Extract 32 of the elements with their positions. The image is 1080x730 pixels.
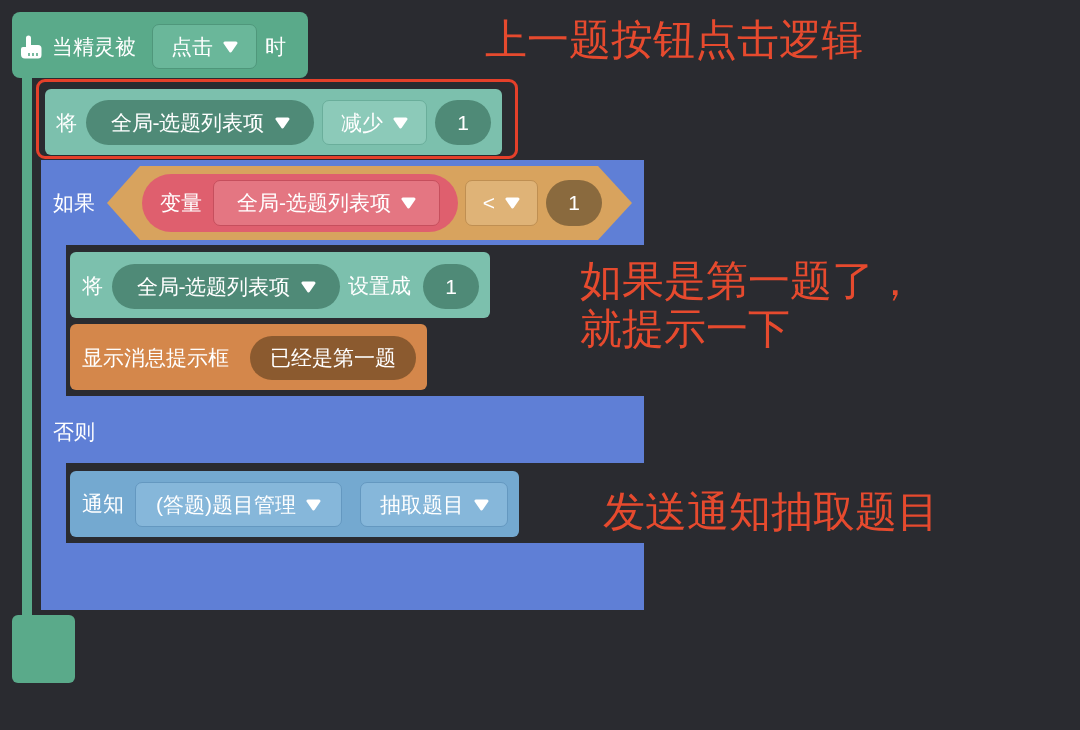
dropdown: 全局-选题列表项: [213, 180, 440, 226]
number-pill: 1: [435, 100, 491, 145]
statement-block: [70, 252, 490, 318]
annotation-text: 上一题按钮点击逻辑: [485, 16, 864, 64]
statement-block: [70, 471, 519, 537]
block-label: 时: [265, 34, 286, 60]
block-label: 显示消息提示框: [82, 345, 229, 371]
block-label: 将: [82, 273, 103, 299]
block-label: 如果: [53, 190, 95, 216]
dropdown: 减少: [322, 100, 427, 145]
variable-pill: 全局-选题列表项: [86, 100, 314, 145]
annotation-text: 发送通知抽取题目: [603, 488, 940, 536]
condition-hexagon: [107, 166, 632, 240]
number-pill: 1: [423, 264, 479, 309]
block-label: 当精灵被: [52, 34, 136, 60]
block-label: 将: [56, 110, 77, 136]
block-label: 否则: [53, 419, 95, 445]
statement-block: [45, 89, 502, 155]
text-pill: 已经是第一题: [250, 336, 416, 380]
block-label: 变量: [160, 190, 202, 216]
dropdown: <: [465, 180, 538, 226]
annotation-text: 如果是第一题了，就提示一下: [580, 257, 917, 353]
event-hat-block: [12, 12, 308, 78]
dropdown: 抽取题目: [360, 482, 508, 527]
block-label: 设置成: [348, 273, 411, 299]
dropdown: (答题)题目管理: [135, 482, 342, 527]
variable-block: [142, 174, 458, 232]
dropdown: 点击: [152, 24, 257, 69]
statement-block: [70, 324, 427, 390]
block-label: 通知: [82, 491, 124, 517]
highlight-frame: [36, 79, 518, 159]
variable-pill: 全局-选题列表项: [112, 264, 340, 309]
